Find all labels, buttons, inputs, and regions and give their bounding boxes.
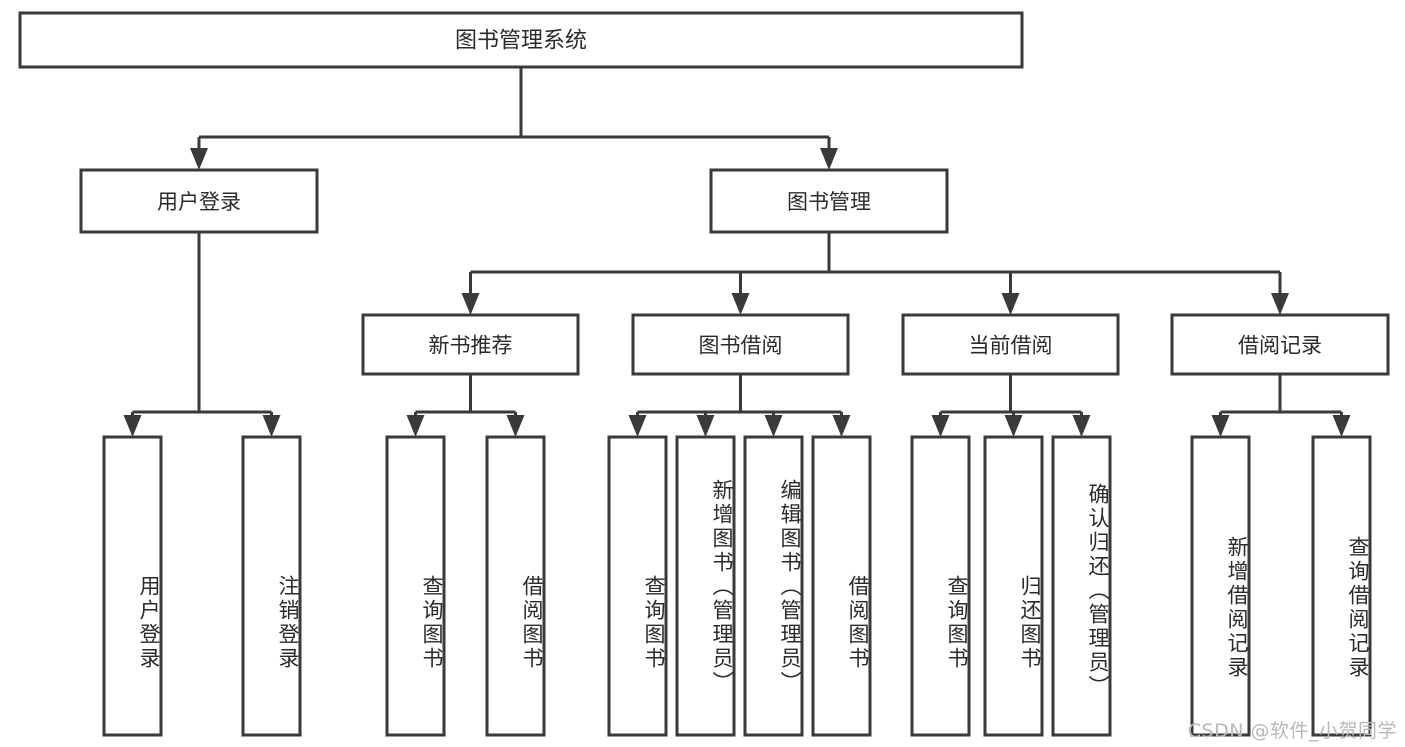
- node-root-system[interactable]: 图书管理系统: [18, 11, 1024, 69]
- node-leaf-confirm-return[interactable]: [1051, 435, 1112, 737]
- arrow-head-icon: [190, 148, 208, 170]
- arrow-head-icon: [1332, 415, 1351, 437]
- node-leaf-query-book-1[interactable]: [385, 435, 446, 737]
- arrow-head-icon: [696, 415, 715, 437]
- node-leaf-add-book[interactable]: [675, 435, 736, 737]
- node-current-borrow-label: 当前借阅: [969, 334, 1053, 358]
- node-user-login[interactable]: 用户登录: [79, 168, 319, 234]
- node-book-manage-label: 图书管理: [787, 190, 871, 214]
- arrow-head-icon: [1072, 415, 1091, 437]
- arrow-head-icon: [820, 148, 838, 170]
- node-borrow-record-label: 借阅记录: [1238, 334, 1322, 358]
- node-book-manage[interactable]: 图书管理: [709, 168, 949, 234]
- node-book-borrow[interactable]: 图书借阅: [631, 313, 850, 376]
- arrow-head-icon: [1004, 415, 1023, 437]
- arrow-head-icon: [262, 415, 281, 437]
- node-book-borrow-label: 图书借阅: [699, 334, 783, 358]
- node-leaf-logout[interactable]: [241, 435, 302, 737]
- node-leaf-return-book[interactable]: [983, 435, 1044, 737]
- arrow-head-icon: [506, 415, 525, 437]
- arrow-head-icon: [1211, 415, 1230, 437]
- arrow-head-icon: [1001, 293, 1020, 315]
- node-leaf-edit-book[interactable]: [743, 435, 804, 737]
- arrow-head-icon: [1271, 293, 1289, 315]
- node-leaf-query-record[interactable]: [1311, 435, 1372, 737]
- connector-lines: [123, 67, 1351, 437]
- arrow-head-icon: [628, 415, 647, 437]
- arrow-head-icon: [931, 415, 950, 437]
- node-leaf-borrow-book-1[interactable]: [485, 435, 546, 737]
- node-leaf-user-login[interactable]: [102, 435, 163, 737]
- node-leaf-borrow-book-2[interactable]: [811, 435, 872, 737]
- node-leaf-add-record[interactable]: [1190, 435, 1251, 737]
- arrow-head-icon: [832, 415, 851, 437]
- node-root-system-label: 图书管理系统: [455, 29, 587, 54]
- node-leaf-query-book-2[interactable]: [607, 435, 668, 737]
- arrow-head-icon: [406, 415, 425, 437]
- node-borrow-record[interactable]: 借阅记录: [1170, 313, 1390, 376]
- node-user-login-label: 用户登录: [157, 190, 241, 214]
- node-leaf-query-book-3[interactable]: [910, 435, 971, 737]
- node-new-book-recommend[interactable]: 新书推荐: [361, 313, 580, 376]
- arrow-head-icon: [461, 293, 480, 315]
- arrow-head-icon: [731, 293, 750, 315]
- arrow-head-icon: [764, 415, 783, 437]
- node-new-book-recommend-label: 新书推荐: [429, 334, 513, 358]
- watermark-text: CSDN @软件_小贺同学: [1187, 720, 1397, 742]
- node-current-borrow[interactable]: 当前借阅: [901, 313, 1120, 376]
- arrow-head-icon: [123, 415, 142, 437]
